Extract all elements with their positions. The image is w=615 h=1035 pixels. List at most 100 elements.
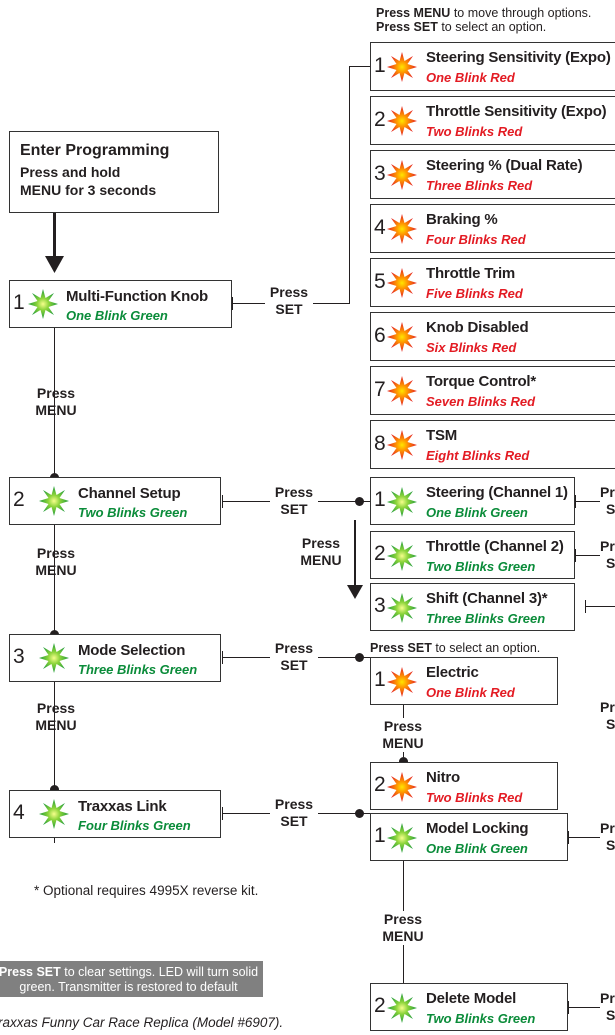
main-step-2: 2 Channel Setup Two Blinks Green — [9, 477, 221, 525]
set-connector-3-tick — [222, 651, 223, 664]
set-connector-4-dot — [355, 809, 364, 818]
set-connector-1-tick — [232, 297, 233, 310]
option-blinks: Five Blinks Red — [426, 286, 523, 301]
red-led-icon — [387, 160, 417, 190]
option-blinks: Three Blinks Green — [426, 611, 546, 626]
option-blinks: Two Blinks Green — [426, 1011, 536, 1026]
option-title: Throttle Trim — [426, 265, 516, 282]
menu-text: MENU — [35, 717, 77, 733]
press-text: Press — [600, 820, 615, 836]
set-connector-1-vertical — [349, 66, 350, 304]
option-blinks: One Blink Green — [426, 841, 528, 856]
set-text: SET — [606, 1007, 615, 1023]
option-blinks: Eight Blinks Red — [426, 448, 530, 463]
option-number: 2 — [374, 108, 386, 131]
enter-arrow-shaft — [53, 213, 56, 261]
option-blinks: Two Blinks Green — [426, 559, 536, 574]
red-led-icon — [387, 268, 417, 298]
step-blinks: Three Blinks Green — [78, 662, 198, 677]
enter-programming-line2: Press and hold — [20, 164, 121, 180]
set-text: SET — [280, 813, 308, 829]
option-number: 3 — [374, 594, 386, 617]
menu-text: MENU — [382, 735, 424, 751]
green-led-icon — [28, 289, 58, 319]
channel-menu-arrow-shaft — [354, 520, 356, 588]
channel-set-line-3 — [585, 606, 615, 607]
link-option-2: 2 Delete Model Two Blinks Green — [370, 983, 568, 1031]
channel-option-1: 1 Steering (Channel 1) One Blink Green — [370, 477, 575, 525]
reset-note-rest: to clear settings. LED will turn solid — [60, 965, 259, 979]
enter-programming-line3: MENU for 3 seconds — [20, 182, 157, 198]
main-step-4: 4 Traxxas Link Four Blinks Green — [9, 790, 221, 838]
option-title: Knob Disabled — [426, 319, 529, 336]
press-text: Press — [274, 796, 314, 812]
option-number: 6 — [374, 324, 386, 347]
red-led-icon — [387, 430, 417, 460]
mode-menu-dot — [399, 757, 408, 766]
set-text: SET — [606, 716, 615, 732]
reset-note-line2: green. Transmitter is restored to defaul… — [19, 980, 238, 994]
step-title: Mode Selection — [78, 642, 186, 659]
channel-set-tick-2 — [575, 549, 576, 562]
step-number: 2 — [13, 488, 25, 511]
knob-option-7: 7 Torque Control* Seven Blinks Red — [370, 366, 615, 415]
menu-text: MENU — [35, 402, 77, 418]
press-text: Press — [600, 699, 615, 715]
option-blinks: One Blink Red — [426, 70, 515, 85]
set-text: SET — [280, 657, 308, 673]
step-title: Traxxas Link — [78, 798, 167, 815]
set-text: SET — [606, 837, 615, 853]
footnote: * Optional requires 4995X reverse kit. — [34, 883, 259, 898]
green-led-icon — [39, 799, 69, 829]
option-title: Steering Sensitivity (Expo) — [426, 49, 611, 66]
option-number: 2 — [374, 773, 386, 796]
step-number: 1 — [13, 291, 25, 314]
set-connector-2-tick — [222, 495, 223, 508]
mode-header: Press SET to select an option. — [370, 641, 540, 655]
header-press-set: Press SET — [376, 20, 438, 34]
option-blinks: Two Blinks Red — [426, 790, 523, 805]
option-title: Steering % (Dual Rate) — [426, 157, 583, 174]
green-led-icon — [39, 643, 69, 673]
option-blinks: One Blink Green — [426, 505, 528, 520]
set-text: SET — [275, 301, 303, 317]
option-number: 1 — [374, 54, 386, 77]
green-led-icon — [387, 541, 417, 571]
option-title: Delete Model — [426, 990, 517, 1007]
link-set-tick-2 — [568, 1001, 569, 1014]
set-text: SET — [606, 555, 615, 571]
link-set-line-1 — [568, 837, 600, 838]
green-led-icon — [387, 487, 417, 517]
step-blinks: Two Blinks Green — [78, 505, 188, 520]
option-blinks: Four Blinks Red — [426, 232, 526, 247]
option-blinks: Three Blinks Red — [426, 178, 533, 193]
mode-header-rest: to select an option. — [431, 641, 541, 655]
reset-note-bold: Press SET — [0, 965, 61, 979]
option-number: 2 — [374, 994, 386, 1017]
enter-arrow-head — [45, 256, 64, 273]
header-line1-rest: to move through options. — [450, 6, 592, 20]
main-step-1: 1 Multi-Function Knob One Blink Green — [9, 280, 232, 328]
knob-option-6: 6 Knob Disabled Six Blinks Red — [370, 312, 615, 361]
green-led-icon — [39, 486, 69, 516]
option-blinks: One Blink Red — [426, 685, 515, 700]
step-number: 3 — [13, 645, 25, 668]
option-number: 8 — [374, 432, 386, 455]
press-text: Press — [36, 385, 76, 401]
red-led-icon — [387, 52, 417, 82]
link-set-tick-1 — [568, 831, 569, 844]
enter-programming-box: Enter Programming Press and hold MENU fo… — [9, 131, 219, 213]
option-title: TSM — [426, 427, 458, 444]
main-dot-4 — [50, 785, 59, 794]
knob-option-1: 1 Steering Sensitivity (Expo) One Blink … — [370, 42, 615, 91]
press-text: Press — [600, 990, 615, 1006]
step-blinks: One Blink Green — [66, 308, 168, 323]
red-led-icon — [387, 667, 417, 697]
